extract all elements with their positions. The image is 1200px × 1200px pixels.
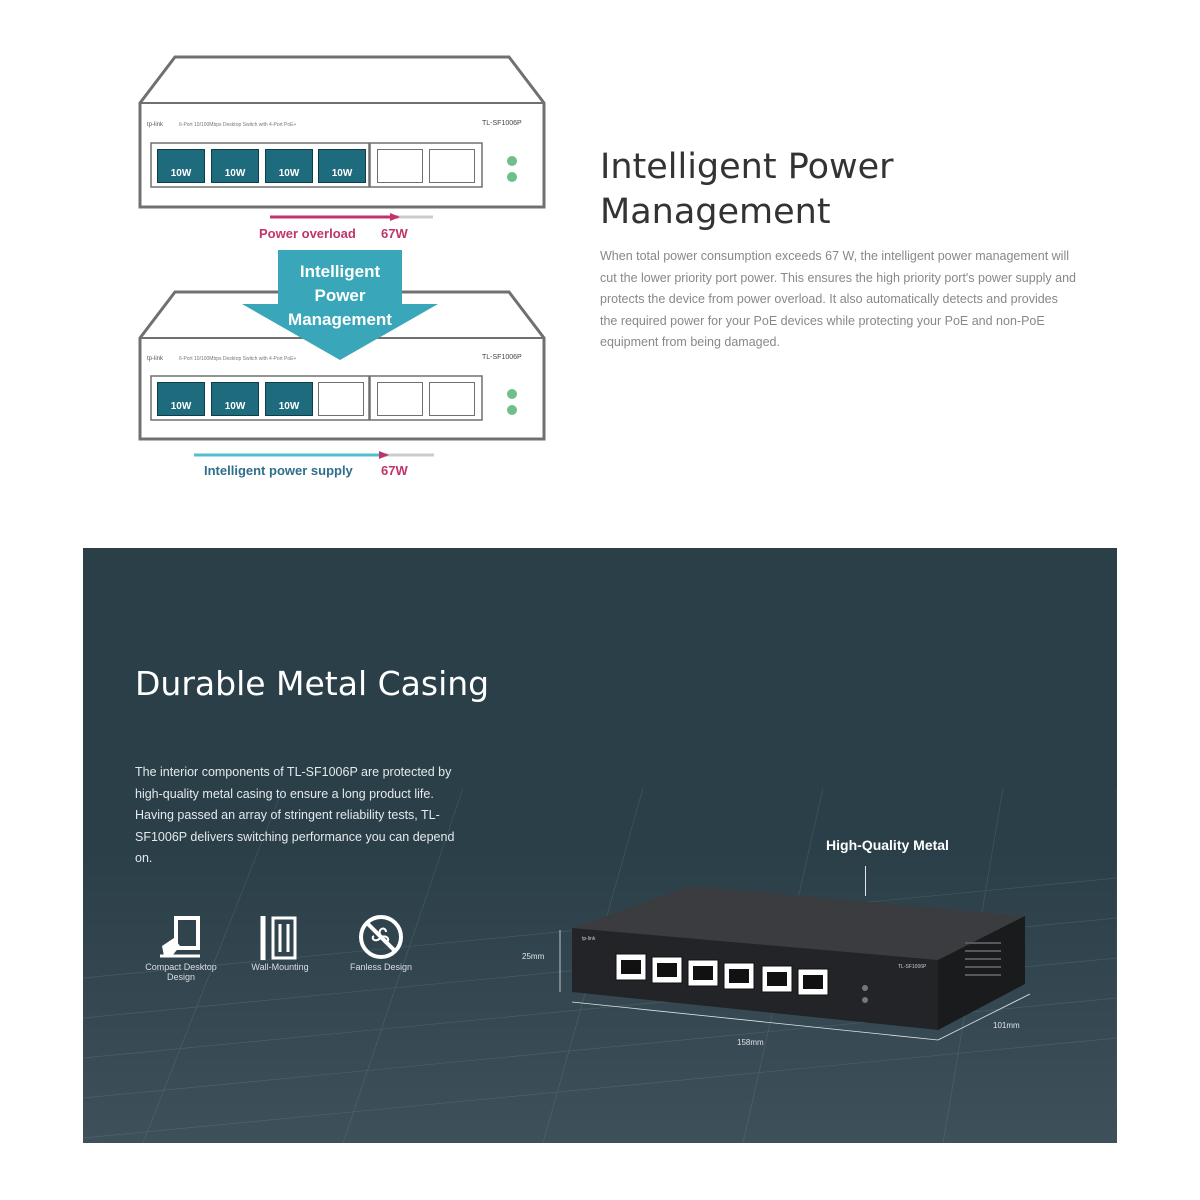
feature-label: Fanless Design [349,962,413,972]
poe-port: 10W [157,149,205,183]
dimension-width: 158mm [737,1038,764,1047]
metal-casing-section [83,548,1117,1143]
feature-label: Wall-Mounting [251,962,309,972]
switch-tagline: 6-Port 10/100Mbps Desktop Switch with 4-… [179,122,297,128]
desktop-icon [160,916,200,958]
port-power-label: 10W [278,401,300,412]
section-title: Intelligent Power Management [600,147,894,232]
switch-brand: tp-link [147,122,164,128]
intelligent-power-arrow: Intelligent Power Management [240,248,440,363]
poe-port: 10W [211,149,259,183]
product-image: tp-link TL-SF1006P [520,880,1050,1055]
port-power-label: 10W [224,401,246,412]
dimension-depth: 101mm [993,1021,1020,1030]
switch-model: TL-SF1006P [482,354,522,361]
callout-label: High-Quality Metal [826,837,949,853]
port-power-label: 10W [224,168,246,179]
feature-fanless: Fanless Design [340,912,422,972]
ethernet-port [377,382,423,416]
poe-port: 10W [318,149,366,183]
port-power-label: 10W [170,401,192,412]
overload-bar [270,213,433,221]
feature-label: Compact Desktop Design [145,962,217,982]
feature-wall-mounting: Wall-Mounting [237,912,323,972]
callout-line [865,866,866,896]
product-brand: tp-link [582,936,596,942]
ethernet-port [429,149,475,183]
switch-model: TL-SF1006P [482,120,522,127]
ethernet-port [377,149,423,183]
poe-port: 10W [265,382,313,416]
section-description: The interior components of TL-SF1006P ar… [135,765,455,865]
budget-label: 67W [381,463,408,478]
poe-port: 10W [265,149,313,183]
feature-compact-desktop: Compact Desktop Design [135,912,227,982]
wall-mount-icon [260,916,297,960]
budget-label: 67W [381,226,408,241]
port-power-label: 10W [331,168,353,179]
switch-brand: tp-link [147,356,164,362]
arrow-label: Intelligent Power Management [288,262,392,329]
product-model: TL-SF1006P [898,964,927,970]
poe-port: 10W [211,382,259,416]
ethernet-port [318,382,364,416]
section-description: When total power consumption exceeds 67 … [600,249,1077,349]
switch-tagline: 6-Port 10/100Mbps Desktop Switch with 4-… [179,356,297,362]
overload-label: Power overload [259,226,356,241]
top-switch: tp-link 6-Port 10/100Mbps Desktop Switch… [137,55,547,210]
port-power-label: 10W [170,168,192,179]
supply-label: Intelligent power supply [204,463,353,478]
fanless-icon [359,915,403,959]
poe-port: 10W [157,382,205,416]
section-title: Durable Metal Casing [135,664,490,703]
bottom-switch: tp-link 6-Port 10/100Mbps Desktop Switch… [137,290,547,442]
ethernet-port [429,382,475,416]
port-power-label: 10W [278,168,300,179]
dimension-height: 25mm [522,952,545,961]
supply-bar [194,451,434,459]
